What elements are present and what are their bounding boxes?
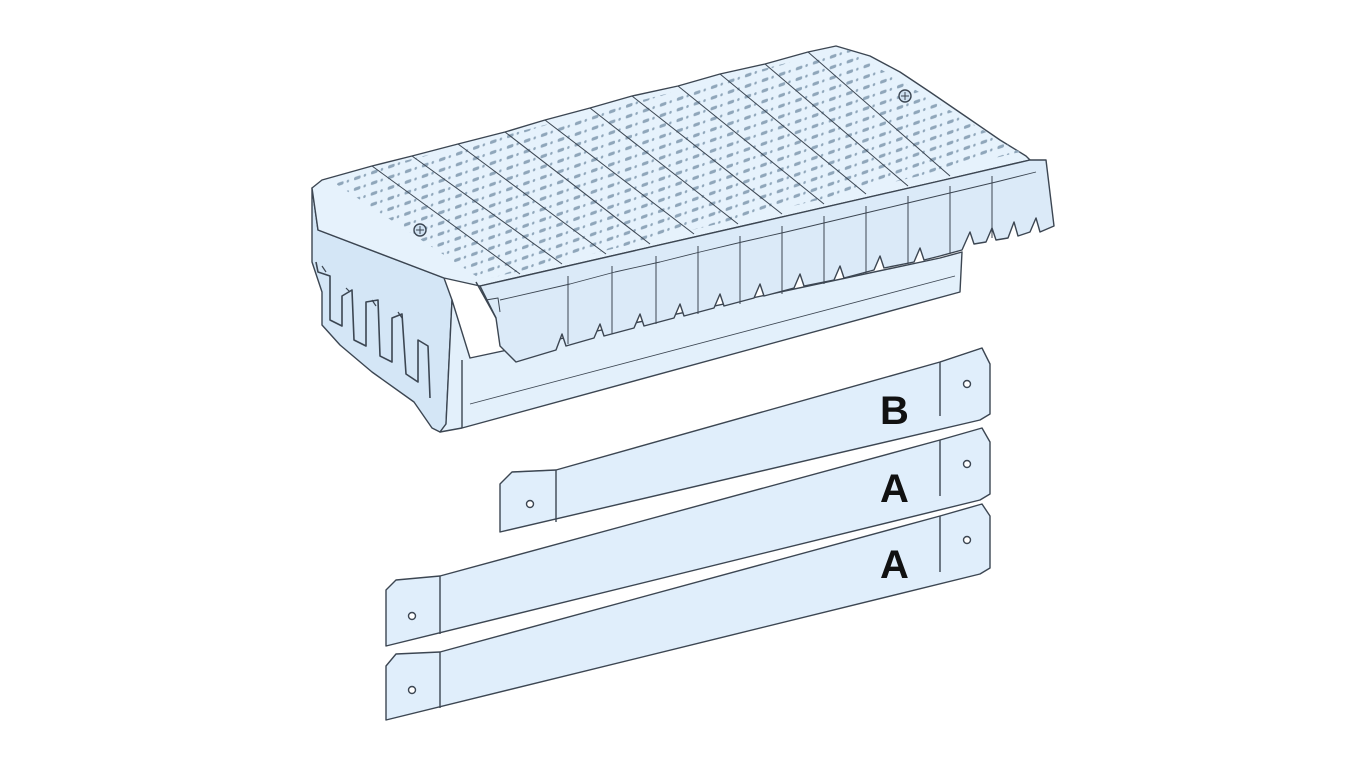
- mounting-hole-icon: [407, 685, 417, 695]
- bar-letter-label: B: [880, 389, 909, 433]
- bar-letter-label: A: [880, 543, 909, 587]
- bar-letter-label: A: [880, 467, 909, 511]
- front-wall-lip: [499, 171, 1037, 301]
- front-wall-ribs: [567, 176, 993, 344]
- busbar-b: B: [499, 347, 991, 533]
- housing-left-face: [311, 187, 453, 433]
- screw-icon: [413, 223, 427, 237]
- busbar-a-upper: A: [385, 427, 991, 647]
- mounting-hole-icon: [962, 459, 972, 469]
- screw-icon: [898, 89, 912, 103]
- mounting-hole-icon: [962, 535, 972, 545]
- housing-front-wall: [479, 159, 1055, 363]
- busbar-set: B A A: [385, 347, 991, 721]
- mounting-hole-icon: [407, 611, 417, 621]
- busbar-insulator-housing: [311, 45, 1055, 433]
- top-cover-ribs: [371, 51, 951, 275]
- mounting-hole-icon: [525, 499, 535, 509]
- busbar-a-lower: A: [385, 503, 991, 721]
- mounting-hole-icon: [962, 379, 972, 389]
